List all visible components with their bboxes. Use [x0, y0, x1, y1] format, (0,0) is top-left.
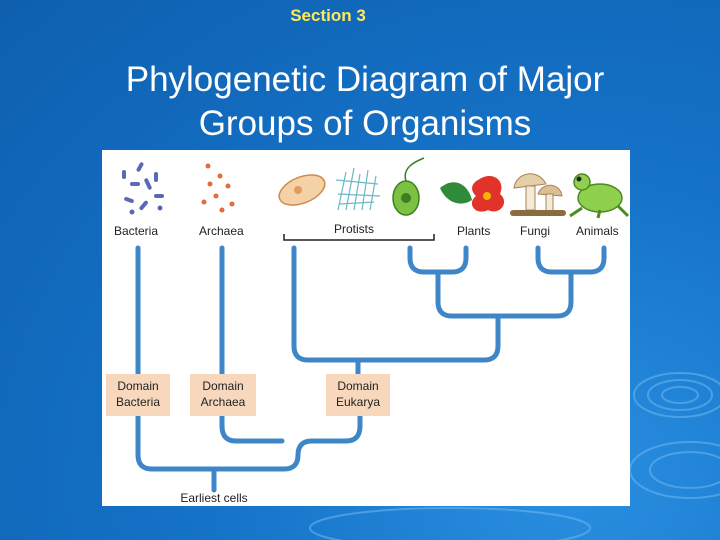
- phylogenetic-diagram: Bacteria Archaea Protists Plants Fungi A…: [102, 150, 630, 506]
- fungi-illustration: [510, 173, 566, 216]
- animals-illustration: [569, 173, 630, 219]
- domain-box-eukarya: [326, 374, 390, 416]
- domain-eukarya-line1: Domain: [337, 379, 378, 393]
- group-label-plants: Plants: [457, 224, 490, 238]
- slide-title-line-2: Groups of Organisms: [198, 104, 532, 143]
- domain-eukarya-line2: Eukarya: [336, 395, 380, 409]
- group-label-protists: Protists: [334, 222, 374, 236]
- domain-archaea-line1: Domain: [202, 379, 243, 393]
- group-label-archaea: Archaea: [199, 224, 244, 238]
- domain-bacteria-line1: Domain: [117, 379, 158, 393]
- archaea-illustration: [201, 163, 235, 213]
- group-label-animals: Animals: [576, 224, 619, 238]
- domain-archaea-line2: Archaea: [201, 395, 246, 409]
- root-label: Earliest cells: [180, 491, 247, 505]
- domain-box-bacteria: [106, 374, 170, 416]
- domain-box-archaea: [190, 374, 256, 416]
- slide-title-line-1: Phylogenetic Diagram of Major: [125, 60, 605, 99]
- phylogenetic-tree: [135, 245, 607, 493]
- plants-illustration: [440, 175, 505, 212]
- bacteria-illustration: [122, 162, 164, 215]
- domain-bacteria-line2: Bacteria: [116, 395, 160, 409]
- section-label: Section 3: [290, 6, 366, 25]
- diagram-canvas: Bacteria Archaea Protists Plants Fungi A…: [106, 157, 630, 505]
- slide-title: Phylogenetic Diagram of Major Groups of …: [40, 58, 690, 146]
- group-label-bacteria: Bacteria: [114, 224, 158, 238]
- protists-bracket: [283, 234, 435, 241]
- group-label-fungi: Fungi: [520, 224, 550, 238]
- protists-illustration: [278, 157, 425, 216]
